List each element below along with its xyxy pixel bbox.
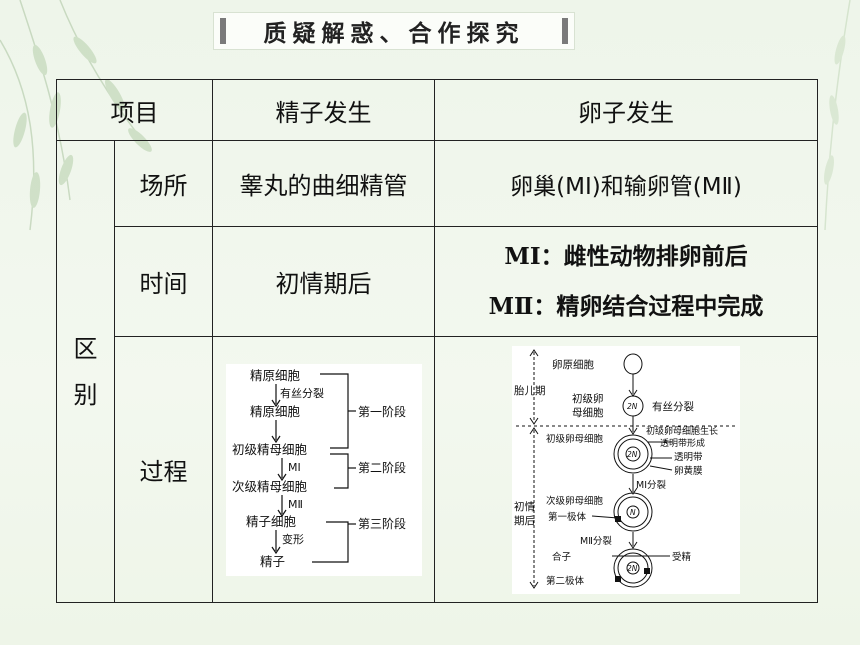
cell-egg-place: 卵巢(MⅠ)和输卵管(MⅡ)	[434, 140, 818, 227]
cell-egg-time-line1: MⅠ：雌性动物排卵前后	[504, 242, 748, 270]
sperm-arrow-label-1: 有丝分裂	[280, 386, 324, 400]
sperm-stage-3: 第三阶段	[358, 516, 406, 531]
egg-label-2n-c: 2N	[627, 564, 638, 573]
group-label-1: 区	[73, 334, 98, 363]
sperm-arrow-label-2: MⅠ	[288, 461, 301, 474]
comparison-table: 项目 精子发生 卵子发生 区 别 场所 睾丸的曲细精管 卵巢(MⅠ)和输卵管(M…	[56, 79, 818, 603]
title-bar-left-mark	[220, 18, 226, 44]
header-sperm: 精子发生	[212, 79, 435, 141]
egg-label-mitosis: 有丝分裂	[652, 400, 694, 413]
sperm-node-5: 精子细胞	[246, 514, 297, 529]
row-label-place: 场所	[114, 140, 213, 227]
egg-label-zygote: 合子	[552, 551, 572, 563]
header-egg: 卵子发生	[434, 79, 818, 141]
table-row-time: 时间 初情期后 MⅠ：雌性动物排卵前后 MⅡ：精卵结合过程中完成	[57, 226, 818, 337]
egg-label-m2: MⅡ分裂	[580, 535, 612, 547]
row-label-process: 过程	[114, 336, 213, 603]
header-item: 项目	[56, 79, 213, 141]
egg-label-m1: MⅠ分裂	[636, 479, 666, 491]
row-label-time: 时间	[114, 226, 213, 337]
egg-label-primary-full: 初级卵母细胞	[546, 433, 604, 445]
egg-label-2n-b: 2N	[627, 450, 638, 459]
table-row-process: 过程 精原细胞 有丝分裂 精原细胞 初级精母细胞 MⅠ 次级精母细胞 MⅡ 精子…	[57, 336, 818, 603]
egg-label-2n-a: 2N	[627, 402, 638, 411]
egg-label-polar1: 第一极体	[548, 511, 587, 523]
cell-egg-process: 卵原细胞 胎儿期 初级卵 母细胞 有丝分裂 初级卵母细胞 初级卵母细胞生长 透明…	[434, 336, 818, 603]
cell-sperm-time: 初情期后	[212, 226, 435, 337]
cell-sperm-process: 精原细胞 有丝分裂 精原细胞 初级精母细胞 MⅠ 次级精母细胞 MⅡ 精子细胞 …	[212, 336, 435, 603]
sperm-arrow-label-3: MⅡ	[288, 498, 303, 511]
sperm-arrow-label-4: 变形	[282, 532, 304, 546]
cell-sperm-place: 睾丸的曲细精管	[212, 140, 435, 227]
table-header-row: 项目 精子发生 卵子发生	[56, 79, 818, 141]
sperm-stage-2: 第二阶段	[358, 460, 406, 475]
egg-label-fetal: 胎儿期	[514, 384, 546, 397]
egg-label-puberty2: 期后	[514, 515, 535, 527]
egg-diagram: 卵原细胞 胎儿期 初级卵 母细胞 有丝分裂 初级卵母细胞 初级卵母细胞生长 透明…	[512, 345, 740, 594]
cell-egg-time-line2: MⅡ：精卵结合过程中完成	[488, 292, 764, 320]
egg-label-primary2: 母细胞	[572, 406, 604, 419]
sperm-stage-1: 第一阶段	[358, 404, 406, 419]
sperm-node-2: 精原细胞	[250, 404, 301, 419]
egg-label-puberty1: 初情	[514, 500, 535, 513]
egg-label-zona: 透明带	[674, 452, 703, 463]
egg-label-zona-forming: 透明带形成	[660, 437, 705, 449]
egg-label-oogonium: 卵原细胞	[552, 358, 594, 371]
willow-leaves-decoration-right	[823, 0, 851, 231]
section-title: 质疑解惑、合作探究	[263, 21, 525, 47]
egg-label-growth: 初级卵母细胞生长	[646, 425, 718, 437]
sperm-node-6: 精子	[260, 554, 285, 569]
sperm-diagram: 精原细胞 有丝分裂 精原细胞 初级精母细胞 MⅠ 次级精母细胞 MⅡ 精子细胞 …	[225, 363, 422, 576]
egg-label-n: N	[630, 508, 636, 517]
egg-label-secondary: 次级卵母细胞	[546, 495, 604, 507]
title-bar-right-mark	[562, 18, 568, 44]
group-label-cell: 区 别	[56, 140, 115, 603]
egg-label-primary: 初级卵	[572, 392, 604, 405]
section-title-banner: 质疑解惑、合作探究	[213, 12, 575, 50]
sperm-node-4: 次级精母细胞	[232, 479, 308, 494]
egg-label-polar2: 第二极体	[546, 575, 585, 587]
sperm-node-1: 精原细胞	[250, 368, 301, 383]
sperm-node-3: 初级精母细胞	[232, 442, 308, 457]
group-label-2: 别	[73, 380, 98, 409]
egg-label-membrane: 卵黄膜	[674, 465, 703, 477]
cell-egg-time: MⅠ：雌性动物排卵前后 MⅡ：精卵结合过程中完成	[434, 226, 818, 337]
table-row-place: 区 别 场所 睾丸的曲细精管 卵巢(MⅠ)和输卵管(MⅡ)	[56, 140, 818, 603]
egg-label-fertilize: 受精	[672, 551, 692, 563]
